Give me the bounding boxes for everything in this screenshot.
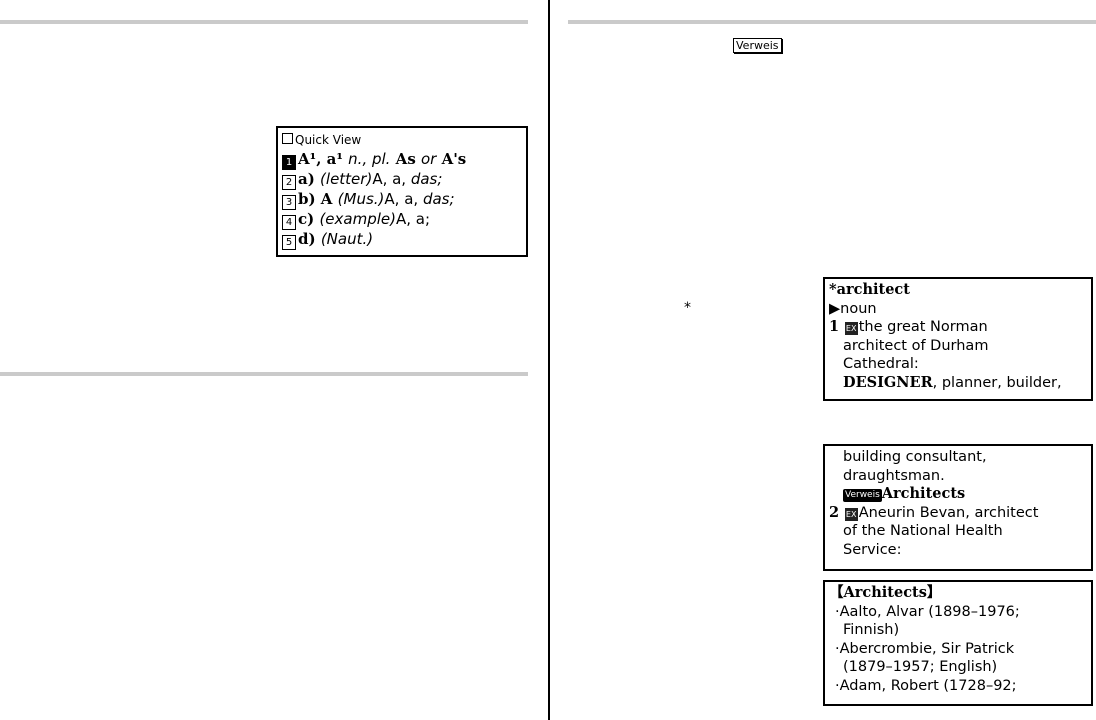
entry-screen-2: building consultant, draughtsman. Verwei…: [823, 444, 1093, 571]
example-text: the great Norman: [858, 319, 988, 335]
item-text: d): [298, 230, 321, 248]
item-text: b) A: [298, 190, 338, 208]
list-item: Finnish): [843, 622, 900, 638]
number-key-icon: 1: [282, 155, 296, 170]
sense-number: 2: [829, 503, 840, 521]
triangle-icon: ▶: [829, 300, 841, 317]
example-icon: EX: [844, 507, 858, 521]
text-line: of the National Health: [843, 523, 1003, 539]
list-item: ·Abercrombie, Sir Patrick: [835, 640, 1015, 657]
example-icon: EX: [844, 322, 858, 335]
verweis-label: Verweis: [733, 38, 782, 53]
number-key-icon: 4: [282, 215, 296, 230]
entry-screen-3: 【Architects】 ·Aalto, Alvar (1898–1976; F…: [823, 580, 1093, 706]
quick-view-title: Quick View: [282, 130, 522, 150]
text-line: Cathedral:: [843, 356, 919, 372]
item-text: (Naut.): [320, 230, 374, 248]
list-item: ·Adam, Robert (1728–92;: [835, 677, 1017, 694]
text-line: Service:: [843, 541, 902, 558]
text-line: building consultant,: [843, 449, 987, 465]
cross-reference-link[interactable]: Architects: [881, 485, 966, 502]
item-text: c): [298, 210, 320, 228]
item-text: a): [298, 170, 321, 188]
synonym-rest: , planner, builder,: [932, 374, 1062, 391]
number-key-icon: 5: [282, 235, 296, 250]
item-text: A's: [436, 150, 467, 168]
item-text: As: [390, 150, 421, 168]
synonyms: DESIGNER, planner, builder,: [829, 374, 1087, 393]
left-top-rule: [0, 20, 528, 24]
right-top-rule: [568, 20, 1096, 24]
item-text: A, a;: [395, 210, 431, 228]
item-text: (Mus.): [337, 190, 385, 208]
asterisk-symbol: *: [684, 300, 691, 316]
text-line: architect of Durham: [843, 337, 989, 354]
headword: *architect: [829, 281, 910, 298]
synonym-main: DESIGNER: [843, 373, 933, 391]
item-text: A, a,: [372, 170, 411, 188]
item-text: A¹, a¹: [298, 150, 349, 168]
verweis-tag: Verweis: [843, 489, 882, 502]
item-text: A, a,: [384, 190, 423, 208]
item-text: (example): [319, 210, 396, 228]
sense-number: 1: [829, 318, 840, 335]
text-line: draughtsman.: [843, 467, 945, 484]
item-text: or: [420, 150, 437, 168]
checkbox-icon: [282, 133, 293, 144]
number-key-icon: 3: [282, 195, 296, 210]
list-item: (1879–1957; English): [843, 659, 998, 675]
section-heading: 【Architects】: [829, 584, 942, 601]
left-mid-rule: [0, 372, 528, 376]
item-text: das;: [422, 190, 455, 208]
item-text: n., pl.: [348, 150, 391, 168]
list-item: ·Aalto, Alvar (1898–1976;: [835, 603, 1020, 620]
item-text: das;: [410, 170, 443, 188]
column-divider: [548, 0, 550, 720]
example-text: Aneurin Bevan, architect: [858, 504, 1039, 521]
number-key-icon: 2: [282, 175, 296, 190]
part-of-speech: noun: [840, 300, 877, 317]
item-text: (letter): [320, 170, 373, 188]
